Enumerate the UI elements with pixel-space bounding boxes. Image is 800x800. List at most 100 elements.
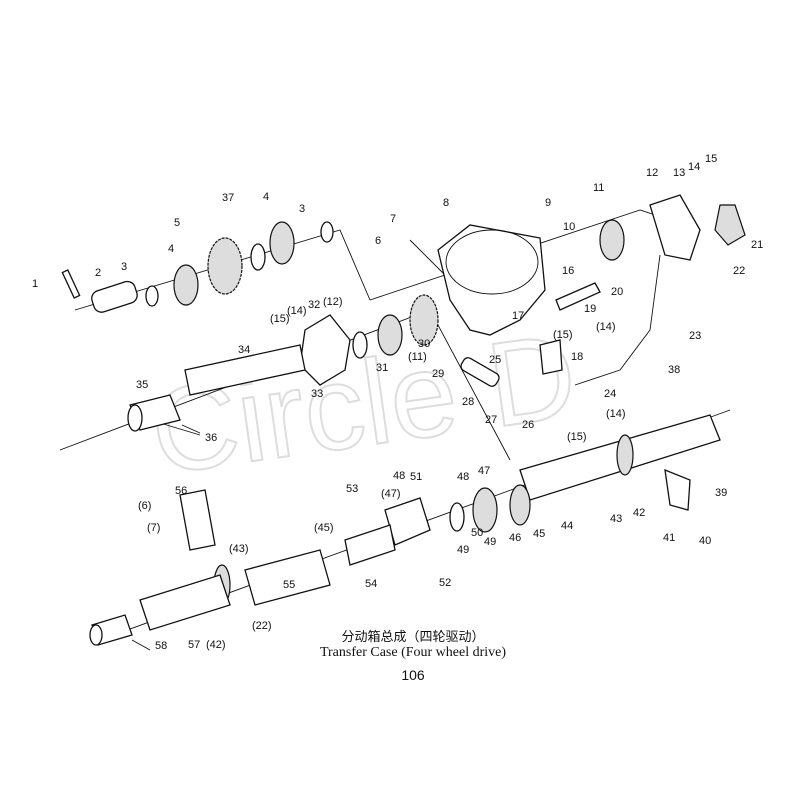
callout-label: 17	[512, 310, 524, 322]
gear-part-30	[409, 294, 439, 346]
callout-label: 5	[174, 217, 180, 229]
callout-label: 37	[222, 192, 234, 204]
callout-label: 43	[610, 513, 622, 525]
bracket-part-40	[664, 468, 691, 511]
callout-label: 44	[561, 520, 573, 532]
callout-label: (43)	[229, 543, 249, 555]
callout-label: 12	[646, 167, 658, 179]
bearing-part-50	[472, 487, 498, 533]
callout-label: 49	[484, 536, 496, 548]
lever-part-23	[574, 254, 661, 386]
callout-label: 47	[478, 465, 490, 477]
callout-label: 28	[462, 396, 474, 408]
callout-label: (42)	[206, 639, 226, 651]
callout-label: (22)	[252, 620, 272, 632]
callout-label: 22	[733, 265, 745, 277]
callout-label: 41	[663, 532, 675, 544]
bearing-part-4b	[269, 221, 295, 265]
callout-label: (15)	[270, 313, 290, 325]
bracket-part-16	[555, 282, 601, 311]
sleeve-part-54	[344, 524, 396, 566]
callout-label: 8	[443, 197, 449, 209]
callout-label: 19	[584, 303, 596, 315]
callout-label: 10	[563, 221, 575, 233]
callout-label: 46	[509, 532, 521, 544]
callout-label: (11)	[408, 351, 427, 363]
pin-part-58	[131, 639, 151, 651]
callout-label: 16	[562, 265, 574, 277]
ring-part-37	[250, 243, 266, 271]
callout-label: 40	[699, 535, 711, 547]
washer-part-3	[145, 285, 159, 307]
callout-label: 33	[311, 388, 323, 400]
washer-part-3b	[320, 221, 334, 243]
callout-label: 52	[439, 577, 451, 589]
callout-label: 26	[522, 419, 534, 431]
callout-label: 21	[751, 239, 763, 251]
sleeve-end	[127, 404, 143, 432]
coupler-part-45	[509, 484, 531, 526]
callout-label: 32	[308, 299, 320, 311]
callout-label: 20	[611, 286, 623, 298]
callout-label: 3	[121, 261, 127, 273]
seal-part-31	[352, 331, 368, 359]
bearing-part-4	[173, 264, 199, 306]
gear-part-5	[207, 237, 243, 295]
callout-label: 27	[485, 414, 497, 426]
callout-label: 49	[457, 544, 469, 556]
bracket-part-56	[179, 489, 216, 551]
callout-label: (14)	[606, 408, 626, 420]
page-number: 106	[401, 667, 425, 683]
callout-label: 48	[457, 471, 469, 483]
callout-label: (15)	[567, 431, 587, 443]
shaft-part-55	[244, 549, 331, 606]
o-ring-part-9	[445, 229, 539, 295]
pin-part-36	[181, 424, 201, 434]
callout-label: 51	[410, 471, 422, 483]
callout-label: 29	[432, 368, 444, 380]
callout-label: (7)	[147, 522, 160, 534]
callout-label: 15	[705, 153, 717, 165]
callout-label: 30	[418, 338, 430, 350]
caption-english: Transfer Case (Four wheel drive)	[319, 645, 507, 660]
yoke-end	[89, 624, 103, 646]
callout-label: 3	[299, 203, 305, 215]
callout-label: 34	[238, 344, 250, 356]
key-part-1	[61, 269, 81, 299]
callout-label: 7	[390, 213, 396, 225]
callout-label: 11	[593, 182, 604, 194]
caption-chinese: 分动箱总成（四轮驱动）	[341, 630, 485, 645]
main-shaft-parts	[127, 344, 306, 434]
callout-label: 24	[604, 388, 616, 400]
callout-label: 2	[95, 267, 101, 279]
bearing-part-11	[377, 314, 403, 356]
cover-part-12	[649, 194, 701, 261]
upper-shaft-parts	[61, 221, 334, 313]
knob-part-21	[714, 204, 746, 246]
callout-label: 25	[489, 354, 501, 366]
callout-label: 53	[346, 483, 358, 495]
callout-label: 36	[205, 432, 217, 444]
callout-label: (15)	[553, 329, 573, 341]
callout-label: (45)	[314, 522, 334, 534]
ring-part-49	[449, 502, 465, 532]
bearing-part-11b	[599, 219, 625, 261]
callout-label: (6)	[138, 500, 151, 512]
callout-label: 13	[673, 167, 685, 179]
sleeve-part-2	[91, 280, 138, 313]
callout-label: 1	[32, 278, 38, 290]
callout-label: 31	[376, 362, 388, 374]
callout-label: (47)	[381, 488, 401, 500]
callout-label: 39	[715, 487, 727, 499]
callout-label: 42	[633, 507, 645, 519]
housing-part-8	[437, 224, 546, 336]
callout-label: 4	[168, 243, 174, 255]
callout-label: 48	[393, 470, 405, 482]
housing-parts	[299, 194, 746, 387]
callout-label: 38	[668, 364, 680, 376]
callout-label: 23	[689, 330, 701, 342]
callout-label: 35	[136, 379, 148, 391]
callout-label: (14)	[596, 321, 616, 333]
